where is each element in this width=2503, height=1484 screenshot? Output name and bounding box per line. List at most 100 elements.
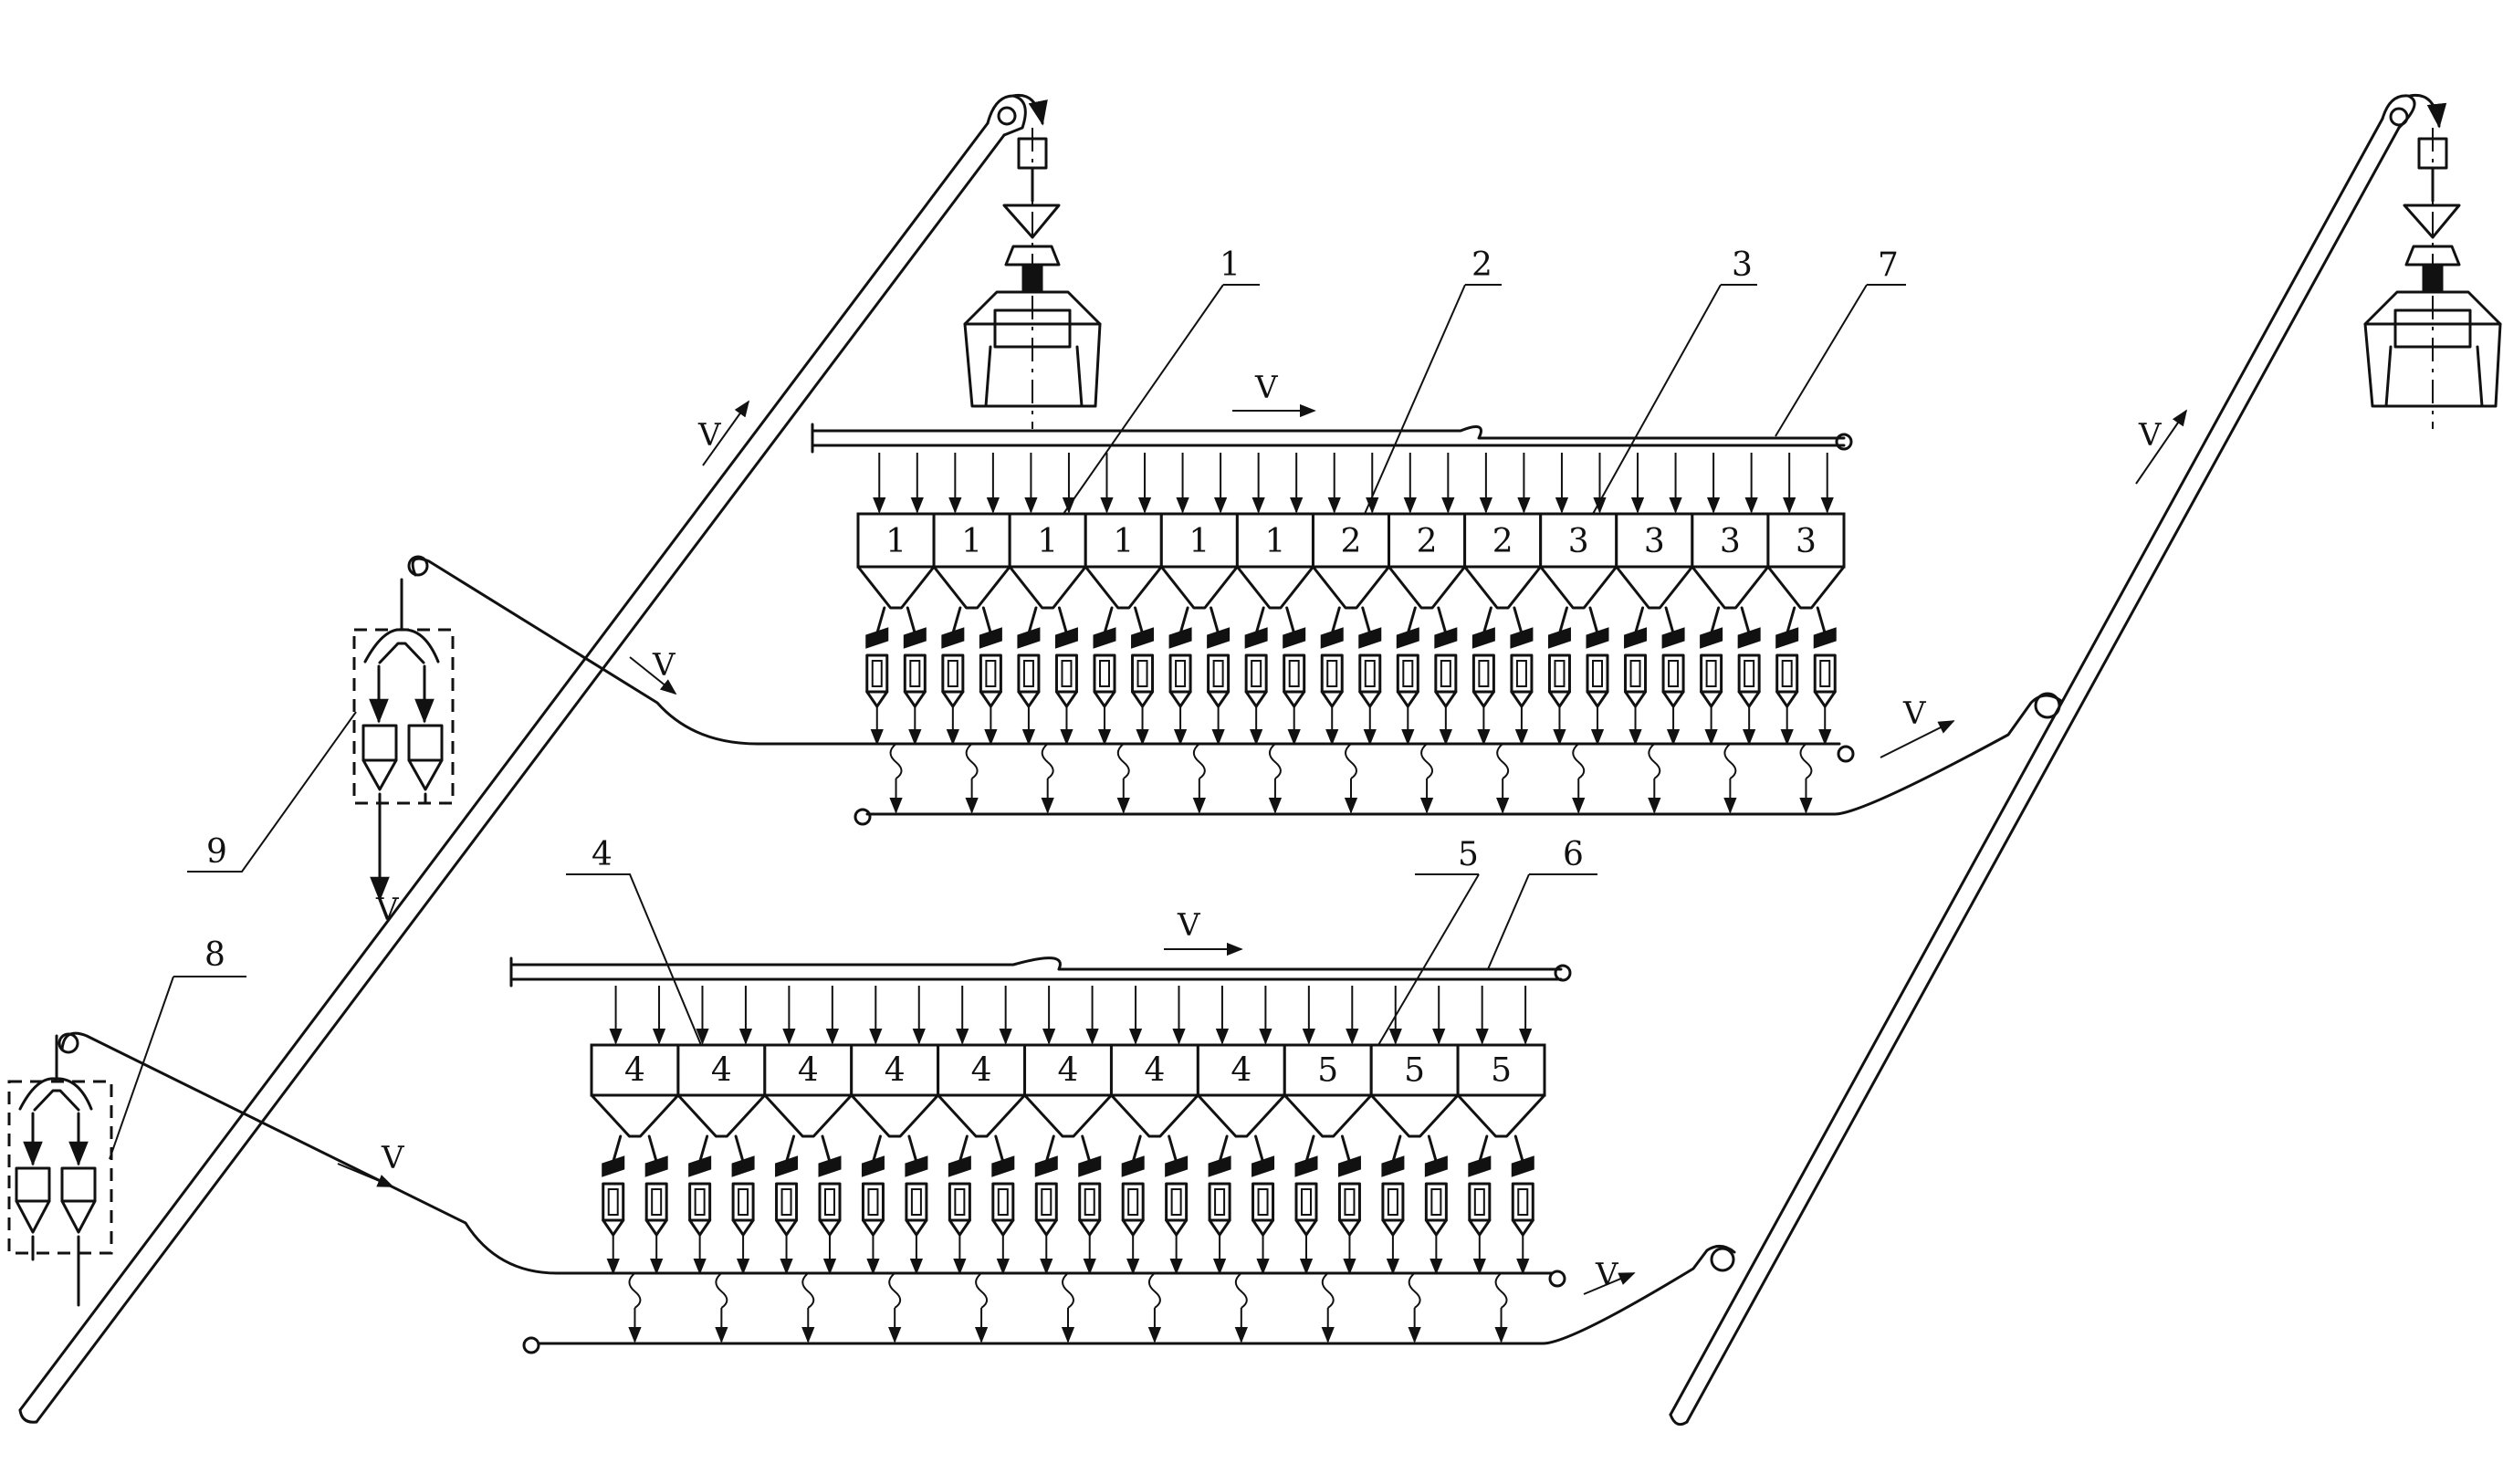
upper-bin: 1: [932, 512, 1011, 610]
upper-feeder: [1320, 606, 1344, 746]
upper-drop-arrow: [965, 743, 979, 814]
flow-label-upper-collect: V: [652, 647, 676, 684]
lower-feeder: [1424, 1134, 1448, 1275]
callout-4: 4: [592, 836, 613, 873]
callouts: 1 2 3 7 4 5 6 8 9: [109, 246, 1906, 1160]
lower-drop-arrow: [1321, 1272, 1335, 1343]
lower-feeder: [1078, 1134, 1102, 1275]
lower-drop-arrow: [974, 1272, 989, 1343]
upper-top-conveyor: [811, 423, 1853, 454]
silo-right: [2363, 128, 2502, 429]
upper-feeder: [1054, 606, 1078, 746]
lower-bin: 5: [1369, 1043, 1460, 1138]
upper-feeder: [1737, 606, 1761, 746]
upper-feeder: [1586, 606, 1609, 746]
lower-bin-label: 4: [711, 1052, 732, 1090]
upper-bin-label: 3: [1568, 523, 1589, 560]
upper-bin-label: 2: [1341, 523, 1362, 560]
upper-feeder: [1017, 606, 1041, 746]
callout-5: 5: [1458, 836, 1479, 873]
upper-drop-arrow: [1344, 743, 1358, 814]
lower-bin-label: 4: [1231, 1052, 1252, 1090]
upper-drop-arrow: [1192, 743, 1207, 814]
upper-collecting-conveyor: [407, 555, 1855, 763]
lower-feeder: [602, 1134, 625, 1275]
flow-label-left-elevator: V: [697, 417, 722, 454]
upper-feeder: [865, 606, 889, 746]
lower-bin: 5: [1283, 1043, 1373, 1138]
flow-label-lower-discharge: V: [1595, 1257, 1619, 1293]
upper-feeder: [941, 606, 965, 746]
upper-bin-label: 3: [1720, 523, 1741, 560]
lower-bin: 4: [1109, 1043, 1199, 1138]
upper-feeder: [1661, 606, 1685, 746]
upper-feeder: [1093, 606, 1116, 746]
lower-feeder: [991, 1134, 1015, 1275]
lower-discharge-conveyor: [522, 1245, 1736, 1354]
upper-feeder: [1813, 606, 1837, 746]
upper-drop-arrow: [1648, 743, 1661, 814]
upper-feeder: [1358, 606, 1382, 746]
upper-bin-label: 1: [1264, 523, 1285, 560]
upper-bin: 1: [1235, 512, 1314, 610]
lower-drop-arrow: [801, 1272, 815, 1343]
upper-discharge-conveyor: [854, 692, 2063, 826]
callout-8: 8: [204, 936, 225, 974]
lower-feeder: [1121, 1134, 1145, 1275]
upper-drop-arrow: [1799, 743, 1813, 814]
upper-bin: 2: [1311, 512, 1391, 610]
callout-9: 9: [206, 833, 227, 871]
lower-drop-arrow: [1494, 1272, 1508, 1343]
upper-drop-arrows: [889, 743, 1813, 814]
lower-bin: 4: [937, 1043, 1027, 1138]
lower-bin: 5: [1456, 1043, 1546, 1138]
upper-feeder: [1775, 606, 1799, 746]
lower-feeder: [1034, 1134, 1058, 1275]
upper-bin-label: 3: [1644, 523, 1665, 560]
lower-feed-arrows: [609, 986, 1533, 1045]
upper-feeder: [1168, 606, 1192, 746]
lower-feeder: [905, 1134, 928, 1275]
upper-bin: 3: [1691, 512, 1770, 610]
upper-feeder: [1471, 606, 1495, 746]
flow-label-right-elevator: V: [2138, 417, 2163, 454]
callout-3: 3: [1732, 246, 1753, 284]
right-inclined-elevator: [1669, 93, 2447, 1427]
lower-drop-arrow: [715, 1272, 728, 1343]
lower-feeder: [644, 1134, 668, 1275]
lower-bin-label: 4: [885, 1052, 906, 1090]
lower-feeder: [1511, 1134, 1534, 1275]
lower-drop-arrow: [1147, 1272, 1162, 1343]
upper-drop-arrow: [889, 743, 903, 814]
lower-feeder: [861, 1134, 885, 1275]
lower-bin-label: 4: [1144, 1052, 1165, 1090]
upper-drop-arrow: [1572, 743, 1586, 814]
lower-drop-arrow: [1234, 1272, 1249, 1343]
unit-9-dashed-group: [352, 578, 455, 902]
upper-feeder: [1510, 606, 1534, 746]
upper-feeder: [1624, 606, 1648, 746]
lower-bin: 4: [850, 1043, 940, 1138]
upper-bin-label: 3: [1796, 523, 1817, 560]
lower-feeder: [1468, 1134, 1492, 1275]
lower-drop-arrow: [1408, 1272, 1421, 1343]
upper-feeder: [903, 606, 927, 746]
upper-bin-label: 1: [961, 523, 982, 560]
upper-drop-arrow: [1495, 743, 1510, 814]
upper-bin: 1: [1084, 512, 1163, 610]
lower-feeder: [775, 1134, 799, 1275]
upper-feeder: [1283, 606, 1306, 746]
upper-bin-label: 2: [1417, 523, 1438, 560]
lower-feeder: [1381, 1134, 1405, 1275]
lower-bin-label: 5: [1317, 1052, 1338, 1090]
lower-drop-arrow: [887, 1272, 902, 1343]
upper-bin-label: 1: [1037, 523, 1058, 560]
lower-feeder: [1294, 1134, 1318, 1275]
lower-drop-arrow: [628, 1272, 642, 1343]
upper-feeder: [1700, 606, 1723, 746]
lower-bin-label: 5: [1491, 1052, 1512, 1090]
upper-drop-arrow: [1419, 743, 1434, 814]
upper-feeder: [1207, 606, 1231, 746]
left-inclined-elevator: [18, 93, 1048, 1424]
